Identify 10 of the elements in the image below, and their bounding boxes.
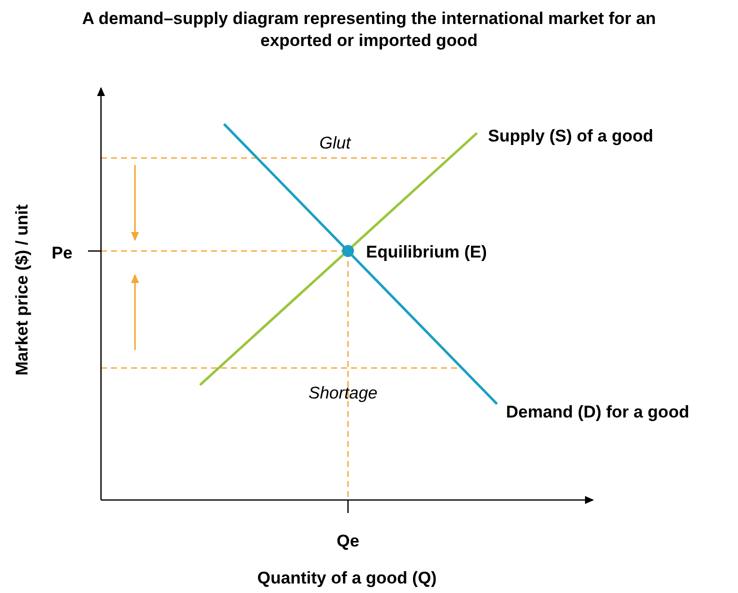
region-label: Glut bbox=[319, 132, 351, 154]
axis-title: Quantity of a good (Q) bbox=[257, 567, 437, 590]
curve-label: Supply (S) of a good bbox=[488, 125, 654, 148]
chart-title: A demand–supply diagram representing the international market for an exported or imported good bbox=[81, 8, 657, 52]
curve-label: Demand (D) for a good bbox=[506, 401, 690, 424]
point-label: Equilibrium (E) bbox=[366, 241, 487, 264]
axis-tick-label: Pe bbox=[52, 242, 72, 264]
axis-tick-label: Qe bbox=[336, 530, 360, 552]
axis-title: Market price ($) / unit bbox=[11, 204, 32, 376]
region-label: Shortage bbox=[308, 382, 378, 404]
